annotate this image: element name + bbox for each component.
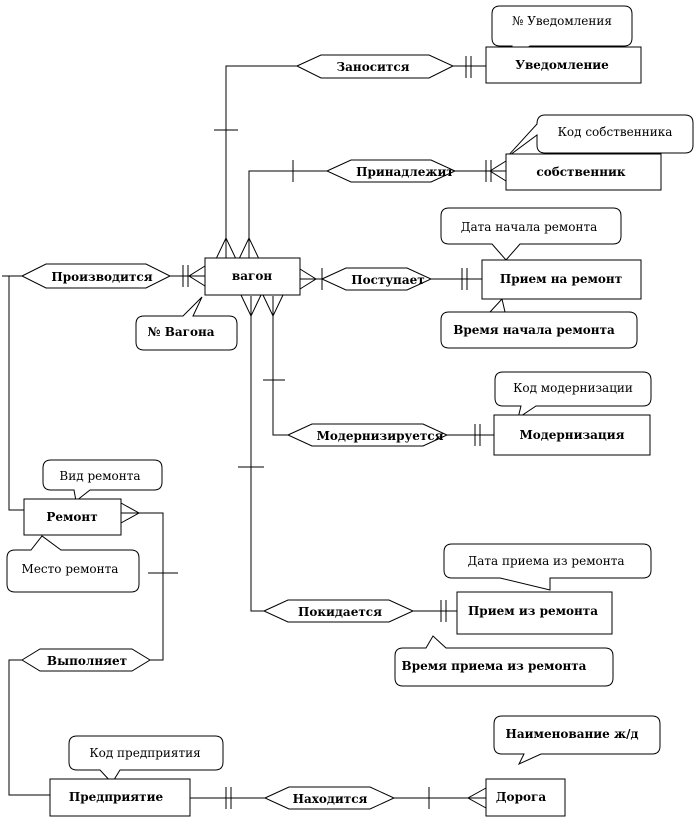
attr-data-nachala: Дата начала ремонта xyxy=(440,207,622,261)
entity-sobstvennik: собственник xyxy=(505,153,662,191)
line-remont-vypolnyaet xyxy=(121,512,164,661)
attr-text: Время приема из ремонта xyxy=(402,659,587,673)
line-vypolnyaet-predpriyatie xyxy=(8,659,50,796)
rel-pokidaetsya: Покидается xyxy=(262,599,415,623)
attr-vremya-priema: Время приема из ремонта xyxy=(394,635,614,687)
rel-text: Поступает xyxy=(351,273,424,287)
rel-text: Принадлежит xyxy=(356,165,454,179)
entities: вагон Уведомление собственник Прием на р… xyxy=(23,46,662,817)
line-vagon-prinadlezhit xyxy=(248,170,327,258)
attr-text: Код предприятия xyxy=(89,746,200,760)
rel-zanositsya: Заносится xyxy=(295,54,455,79)
rel-prinadlezhit: Принадлежит xyxy=(325,159,457,183)
connectors xyxy=(2,56,507,809)
rel-vypolnyaet: Выполняет xyxy=(21,648,151,672)
attr-kod-predpriyatiya: Код предприятия xyxy=(68,735,224,784)
rel-proizvoditsya: Производится xyxy=(20,263,172,289)
entity-priem-iz-remonta: Прием из ремонта xyxy=(456,591,613,635)
attr-naimenovanie-zhd: Наименование ж/д xyxy=(493,715,661,766)
rel-text: Находится xyxy=(293,792,368,806)
rel-moderniziruetsya: Модернизируется xyxy=(286,423,449,447)
attr-text: Вид ремонта xyxy=(59,469,140,483)
rel-text: Заносится xyxy=(336,60,409,74)
attr-text: № Вагона xyxy=(147,325,214,339)
attr-nomer-vagona: № Вагона xyxy=(135,296,238,351)
attr-text: Код собственника xyxy=(558,125,673,139)
attr-nomer-uvedomleniya: № Уведомления xyxy=(491,5,633,64)
entity-doroga: Дорога xyxy=(485,778,566,817)
entity-text: Дорога xyxy=(496,790,546,804)
entity-text: Прием из ремонта xyxy=(468,604,598,618)
line-vagon-zanositsya xyxy=(225,65,297,258)
attr-mesto-remonta: Место ремонта xyxy=(6,535,140,593)
entity-text: Уведомление xyxy=(515,58,609,72)
attr-text: Дата начала ремонта xyxy=(461,220,597,234)
rel-text: Покидается xyxy=(298,605,382,619)
relationships: Заносится Принадлежит Поступает Производ… xyxy=(20,54,457,810)
attributes: № Уведомления Код собственника Дата нача… xyxy=(6,5,694,784)
attr-text: Код модернизации xyxy=(513,381,633,395)
entity-vagon: вагон xyxy=(204,257,301,296)
entity-text: вагон xyxy=(232,269,272,283)
entity-modernizaciya: Модернизация xyxy=(493,414,651,456)
entity-remont: Ремонт xyxy=(23,498,122,536)
line-vagon-pokidaetsya xyxy=(250,296,264,612)
attr-text: Дата приема из ремонта xyxy=(467,554,624,568)
entity-text: Ремонт xyxy=(46,510,97,524)
line-vagon-moderniziruetsya xyxy=(272,296,288,436)
attr-kod-modernizacii: Код модернизации xyxy=(494,371,652,420)
entity-text: Предприятие xyxy=(69,790,164,804)
entity-text: Прием на ремонт xyxy=(500,272,622,286)
rel-postupaet: Поступает xyxy=(320,267,433,291)
attr-data-priema: Дата приема из ремонта xyxy=(443,543,652,591)
attr-kod-sobstvennika: Код собственника xyxy=(505,114,694,159)
entity-predpriyatie: Предприятие xyxy=(49,778,191,817)
attr-text: Время начала ремонта xyxy=(453,323,615,337)
attr-text: Наименование ж/д xyxy=(506,727,639,741)
attr-text: Место ремонта xyxy=(22,562,119,576)
entity-priem-na-remont: Прием на ремонт xyxy=(481,259,642,300)
entity-text: собственник xyxy=(536,165,625,179)
attr-text: № Уведомления xyxy=(512,14,612,28)
vagon-crows-feet xyxy=(215,236,284,318)
rel-text: Модернизируется xyxy=(317,429,444,443)
attr-vid-remonta: Вид ремонта xyxy=(42,459,163,502)
rel-text: Выполняет xyxy=(47,654,127,668)
rel-nahoditsya: Находится xyxy=(263,786,396,810)
entity-uvedomlenie: Уведомление xyxy=(485,46,642,84)
entity-text: Модернизация xyxy=(519,428,624,442)
rel-text: Производится xyxy=(51,270,152,284)
attr-vremya-nachala: Время начала ремонта xyxy=(440,297,638,349)
